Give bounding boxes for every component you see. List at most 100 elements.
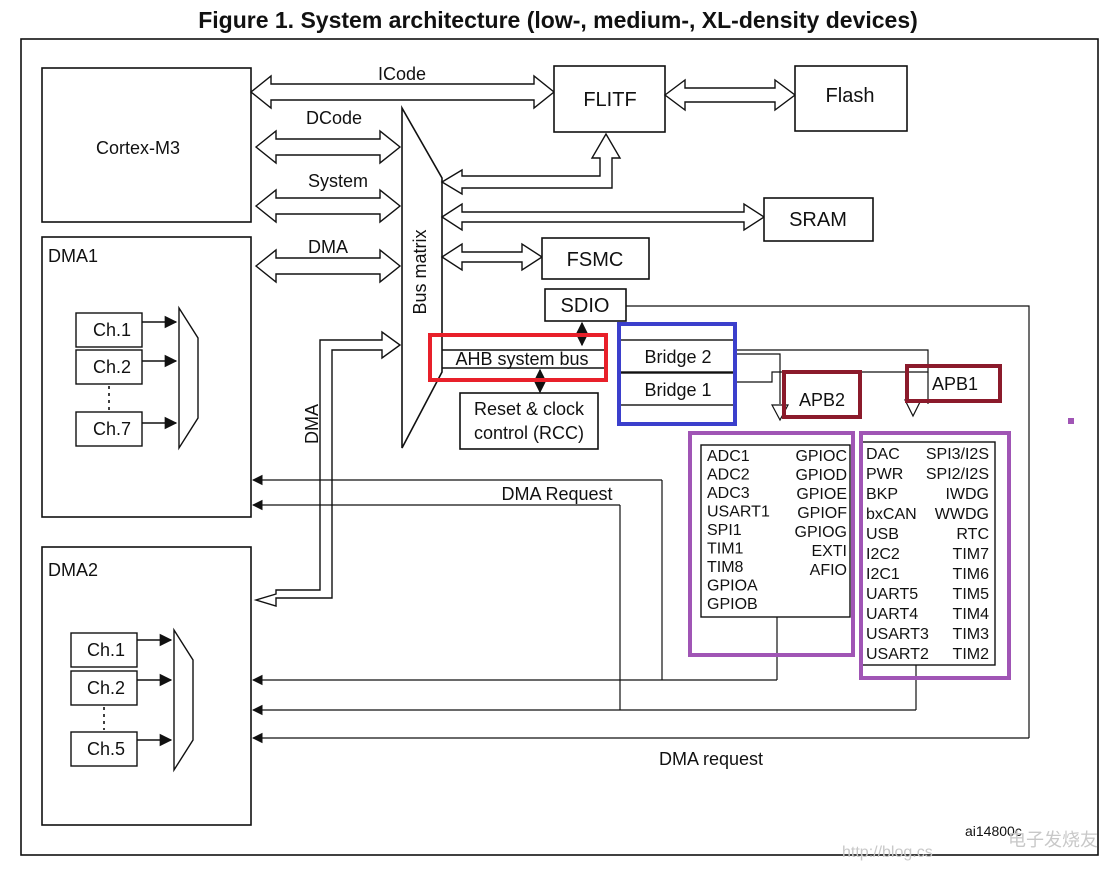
dma-request-bottom-label: DMA request — [659, 749, 763, 769]
fsmc-block — [541, 237, 650, 280]
peripheral-label: TIM4 — [953, 606, 990, 623]
system-bus-arrow — [254, 188, 402, 224]
bridge2-apb2-line — [734, 353, 781, 404]
sram-block — [763, 197, 874, 242]
peripheral-label: TIM8 — [707, 559, 744, 576]
bridge2-label: Bridge 2 — [644, 347, 711, 367]
dma2-channel-box — [70, 632, 138, 668]
figure-ref-code: ai14800c — [965, 823, 1022, 839]
dma2-title: DMA2 — [48, 560, 98, 580]
peripheral-label: ADC1 — [707, 448, 750, 465]
dma1-channel-box — [75, 411, 143, 447]
ahb-label: AHB system bus — [455, 349, 588, 369]
apb2-label: APB2 — [799, 390, 845, 410]
peripheral-label: USART3 — [866, 626, 929, 643]
flash-label: Flash — [826, 85, 875, 107]
system-label: System — [308, 171, 368, 191]
peripheral-label: TIM1 — [707, 541, 744, 558]
apb1-group-highlight — [859, 431, 1011, 680]
sdio-block — [544, 288, 627, 322]
apb1-peripheral-box — [861, 441, 996, 666]
dma1-mux — [178, 305, 199, 451]
peripheral-label: GPIOG — [795, 524, 847, 541]
flitf-block — [553, 65, 666, 133]
dma2-channel-box — [70, 670, 138, 706]
bridge-apb1-line — [734, 349, 929, 383]
rcc-label-line1: Reset & clock — [474, 399, 585, 419]
ahb-highlight — [428, 333, 608, 382]
matrix-sram-arrow — [440, 202, 766, 232]
dma2-mux — [173, 627, 194, 773]
apb1-peripherals-left: DACPWRBKPbxCANUSBI2C2I2C1UART5UART4USART… — [866, 446, 929, 663]
fsmc-label: FSMC — [567, 249, 624, 271]
icode-label: ICode — [378, 64, 426, 84]
peripheral-label: GPIOF — [797, 505, 847, 522]
bus-matrix-label: Bus matrix — [410, 229, 430, 314]
rcc-label-line2: control (RCC) — [474, 423, 584, 443]
sram-label: SRAM — [789, 209, 847, 231]
dma1-channel-box — [75, 312, 143, 348]
dma2-channel-label: Ch.1 — [87, 640, 125, 660]
peripheral-label: SPI3/I2S — [926, 446, 989, 463]
dma1-channel-box — [75, 349, 143, 385]
flitf-flash-arrow — [663, 78, 797, 112]
bridge1-label: Bridge 1 — [644, 380, 711, 400]
figure-title: Figure 1. System architecture (low-, med… — [198, 7, 918, 33]
dma1-block — [41, 236, 252, 518]
dma2-channel-box — [70, 731, 138, 767]
peripheral-label: GPIOE — [796, 486, 847, 503]
flash-block — [794, 65, 908, 132]
apb2-group-highlight — [688, 431, 855, 657]
apb1-peripherals-right: SPI3/I2S SPI2/I2S IWDG WWDG RTC TIM7TIM6TIM5T… — [926, 446, 989, 663]
dma-bus-label: DMA — [308, 237, 348, 257]
rcc-block — [459, 392, 599, 450]
peripheral-label: GPIOC — [795, 448, 847, 465]
apb2-peripheral-box — [700, 444, 851, 618]
dma-bus-arrow — [254, 248, 402, 284]
dma-vertical-label: DMA — [302, 404, 322, 444]
sdio-dma-request-line — [626, 305, 1030, 738]
peripheral-label: I2C2 — [866, 546, 900, 563]
dma1-channel-label: Ch.7 — [93, 419, 131, 439]
peripheral-label: USB — [866, 526, 899, 543]
dma1-channel-label: Ch.1 — [93, 320, 131, 340]
peripheral-label: GPIOB — [707, 596, 758, 613]
peripheral-label: PWR — [866, 466, 903, 483]
peripheral-label: DAC — [866, 446, 900, 463]
peripheral-label: UART5 — [866, 586, 918, 603]
peripheral-label: RTC — [956, 526, 989, 543]
peripheral-label: BKP — [866, 486, 898, 503]
bridge1-block — [619, 372, 735, 406]
matrix-flitf-arrow — [440, 132, 622, 196]
dcode-label: DCode — [306, 108, 362, 128]
cortex-m3-label: Cortex-M3 — [96, 138, 180, 158]
peripheral-label: USART1 — [707, 504, 770, 521]
peripheral-label: TIM2 — [953, 646, 990, 663]
peripheral-label: TIM3 — [953, 626, 990, 643]
dma-request-top-label: DMA Request — [501, 484, 612, 504]
peripheral-label: SPI1 — [707, 522, 742, 539]
peripheral-label: TIM6 — [953, 566, 990, 583]
peripheral-label: TIM7 — [953, 546, 990, 563]
dma-vertical-bus-arrow — [253, 330, 402, 607]
peripheral-label: I2C1 — [866, 566, 900, 583]
dma1-channel-label: Ch.2 — [93, 357, 131, 377]
watermark-logo: 电子发烧友 — [1008, 830, 1098, 850]
peripheral-label: bxCAN — [866, 506, 917, 523]
dcode-bus-arrow — [254, 129, 402, 165]
apb1-highlight — [905, 364, 1002, 403]
dma1-title: DMA1 — [48, 246, 98, 266]
peripheral-label: ADC3 — [707, 485, 750, 502]
flitf-label: FLITF — [583, 89, 636, 111]
cortex-m3-block — [41, 67, 252, 223]
peripheral-label: WWDG — [935, 506, 989, 523]
peripheral-label: EXTI — [811, 543, 847, 560]
peripheral-label: IWDG — [945, 486, 989, 503]
stray-marker — [1068, 418, 1074, 424]
watermark-url: http://blog.cs — [842, 844, 933, 861]
peripheral-label: SPI2/I2S — [926, 466, 989, 483]
peripheral-label: TIM5 — [953, 586, 990, 603]
peripheral-label: USART2 — [866, 646, 929, 663]
